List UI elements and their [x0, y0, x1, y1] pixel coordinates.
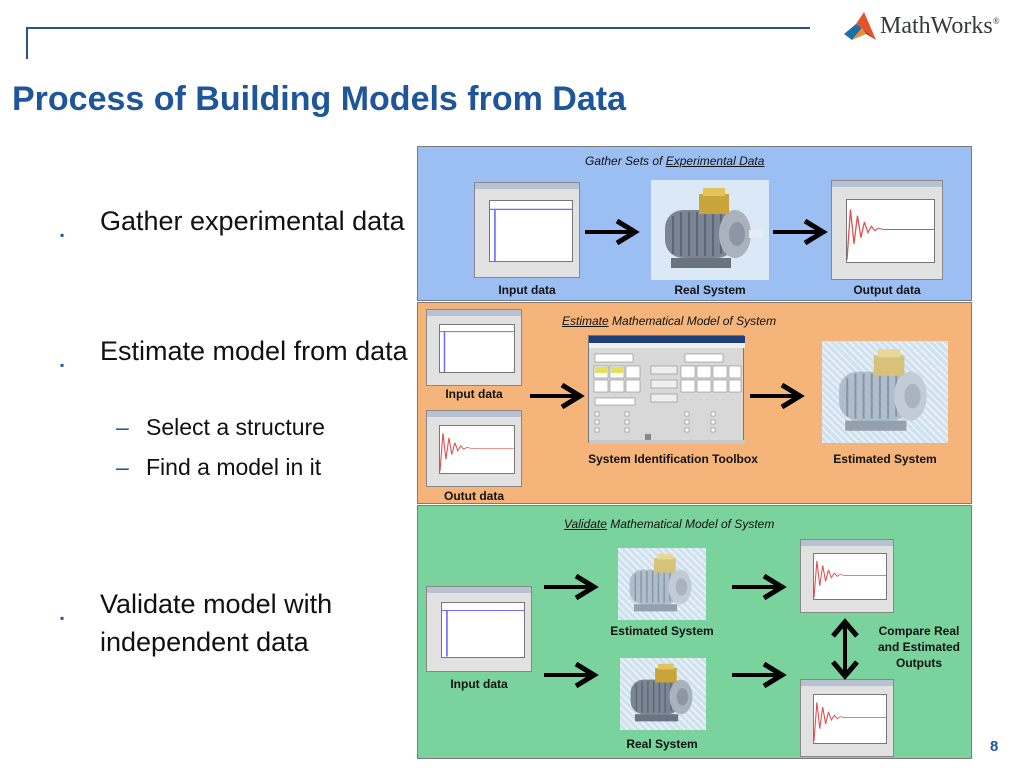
membrane-logo-icon	[844, 12, 876, 40]
arrow-right-icon	[732, 574, 787, 600]
sub-bullet-find: –Find a model in it	[116, 452, 321, 482]
panel-estimate-title: Estimate Mathematical Model of System	[562, 314, 777, 328]
bullet-text: Gather experimental data	[100, 206, 405, 236]
panel-validate: Validate Mathematical Model of System In…	[417, 505, 972, 759]
bullet-marker: ▪	[60, 611, 65, 625]
caption-toolbox: System Identification Toolbox	[588, 452, 758, 466]
toolbox-gui-icon	[589, 336, 745, 444]
sub-bullet-structure: –Select a structure	[116, 412, 325, 442]
arrow-right-icon	[585, 219, 640, 245]
dash-marker: –	[116, 454, 129, 480]
estimated-output-plot-window	[800, 539, 894, 613]
step-signal	[441, 610, 524, 657]
estimated-system-motor-image	[618, 548, 706, 620]
logo-text: MathWorks®	[880, 13, 1000, 39]
bullet-marker: ▪	[60, 358, 65, 372]
bullet-text: Estimate model from data	[100, 336, 408, 366]
header-rule-vertical	[26, 27, 28, 59]
panel-estimate: Estimate Mathematical Model of System In…	[417, 302, 972, 504]
damped-response	[813, 560, 887, 598]
real-output-plot-window	[800, 679, 894, 757]
panel-gather: Gather Sets of Experimental Data Input d…	[417, 146, 972, 301]
panel-validate-title: Validate Mathematical Model of System	[564, 517, 775, 531]
panel-gather-title: Gather Sets of Experimental Data	[585, 154, 765, 168]
arrow-right-icon	[773, 219, 828, 245]
input-data-plot-window	[426, 309, 522, 386]
bullet-gather: ▪ Gather experimental data	[60, 202, 410, 242]
output-data-plot-window	[426, 410, 522, 487]
step-signal	[440, 330, 515, 372]
sub-bullet-text: Find a model in it	[146, 454, 322, 480]
output-data-plot-window	[831, 180, 943, 280]
real-system-motor-image	[620, 658, 706, 730]
page-number: 8	[990, 738, 999, 755]
arrow-right-icon	[750, 383, 805, 409]
bullet-text: Validate model with independent data	[100, 589, 333, 657]
page-title: Process of Building Models from Data	[12, 80, 626, 118]
arrow-right-icon	[732, 662, 787, 688]
caption-compare-outputs: Compare Real and Estimated Outputs	[877, 624, 961, 670]
step-signal	[489, 208, 572, 261]
bullet-marker: ▪	[60, 228, 65, 242]
mathworks-logo	[842, 10, 1012, 50]
caption-input-data: Input data	[445, 387, 503, 401]
bullet-estimate: ▪ Estimate model from data	[60, 332, 410, 372]
input-data-plot-window	[426, 586, 532, 672]
bullet-validate: ▪ Validate model with independent data	[60, 585, 410, 661]
system-identification-toolbox-window	[588, 335, 745, 444]
header-rule	[26, 27, 810, 29]
caption-input-data: Input data	[498, 283, 556, 297]
input-data-plot-window	[474, 182, 580, 278]
caption-real-system: Real System	[626, 737, 698, 751]
double-arrow-icon	[827, 618, 863, 680]
arrow-right-icon	[530, 383, 585, 409]
caption-estimated-system: Estimated System	[610, 624, 714, 638]
damped-response	[440, 432, 515, 471]
sub-bullet-text: Select a structure	[146, 414, 325, 440]
damped-response	[813, 701, 887, 741]
dash-marker: –	[116, 414, 129, 440]
arrow-right-icon	[544, 574, 599, 600]
real-system-motor-image	[651, 180, 769, 280]
caption-input-data: Input data	[450, 677, 508, 691]
caption-real-system: Real System	[674, 283, 746, 297]
estimated-system-motor-image	[822, 341, 948, 443]
caption-output-data: Output data	[853, 283, 921, 297]
arrow-right-icon	[544, 662, 599, 688]
caption-estimated-system: Estimated System	[833, 452, 937, 466]
caption-output-data: Outut data	[444, 489, 504, 503]
damped-response	[847, 208, 935, 260]
